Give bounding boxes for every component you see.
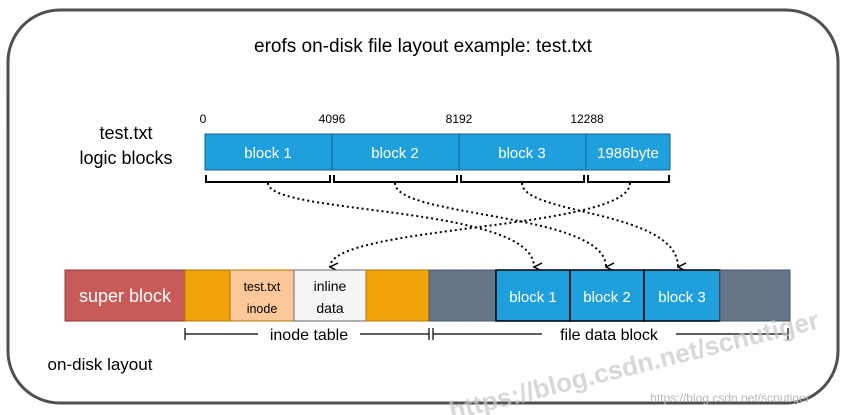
offset-4096: 4096 bbox=[319, 112, 346, 126]
slate-gap-left bbox=[428, 269, 497, 322]
disk-block-1 bbox=[495, 269, 571, 322]
file-data-block-label: file data block bbox=[560, 327, 659, 344]
range-rulers bbox=[184, 328, 789, 340]
logic-label-line2: logic blocks bbox=[79, 148, 172, 168]
disk-block-2 bbox=[569, 269, 645, 322]
bracket-2 bbox=[333, 175, 458, 183]
logic-block-3-label: block 3 bbox=[498, 145, 546, 162]
disk-block-1-label: block 1 bbox=[509, 289, 557, 306]
logic-block-1-label: block 1 bbox=[244, 145, 292, 162]
disk-layout: super block test.txt inode inline data b… bbox=[64, 269, 791, 322]
logic-block-2-label: block 2 bbox=[371, 145, 419, 162]
watermark-small: https://blog.csdn.net/scnutiger bbox=[650, 391, 809, 405]
bracket-tail bbox=[587, 175, 670, 183]
inode-label-line2: inode bbox=[247, 302, 278, 316]
arrow-tail-to-inline bbox=[330, 182, 631, 267]
inode-table-label: inode table bbox=[270, 327, 348, 344]
arrow-block2-to-disk bbox=[394, 182, 606, 267]
logic-blocks: block 1 block 2 block 3 1986byte bbox=[204, 133, 671, 171]
logic-block-tail-label: 1986byte bbox=[597, 145, 659, 162]
offset-12288: 12288 bbox=[570, 112, 604, 126]
super-block-label: super block bbox=[79, 286, 172, 306]
disk-block-2-label: block 2 bbox=[583, 289, 631, 306]
inode-table-pad-left bbox=[184, 269, 231, 322]
disk-block-3-label: block 3 bbox=[658, 289, 706, 306]
offset-0: 0 bbox=[200, 112, 207, 126]
bracket-3 bbox=[460, 175, 585, 183]
inode-table-pad-right bbox=[365, 269, 430, 322]
on-disk-layout-label: on-disk layout bbox=[48, 355, 153, 374]
logic-block-tail bbox=[585, 133, 671, 171]
inline-label-line1: inline bbox=[314, 278, 347, 294]
inline-label-line2: data bbox=[316, 300, 343, 316]
logic-block-2 bbox=[331, 133, 460, 171]
logic-block-1 bbox=[204, 133, 333, 171]
logic-brackets bbox=[205, 175, 670, 183]
logic-label-line1: test.txt bbox=[99, 123, 152, 143]
inode-label-line1: test.txt bbox=[244, 280, 281, 294]
offset-8192: 8192 bbox=[446, 112, 473, 126]
mapping-arrows bbox=[267, 182, 678, 267]
inode-box bbox=[229, 269, 295, 322]
slate-gap-right bbox=[719, 269, 791, 322]
inline-data-box bbox=[293, 269, 367, 322]
bracket-1 bbox=[205, 175, 331, 183]
logic-block-3 bbox=[458, 133, 587, 171]
diagram-title: erofs on-disk file layout example: test.… bbox=[254, 36, 593, 57]
